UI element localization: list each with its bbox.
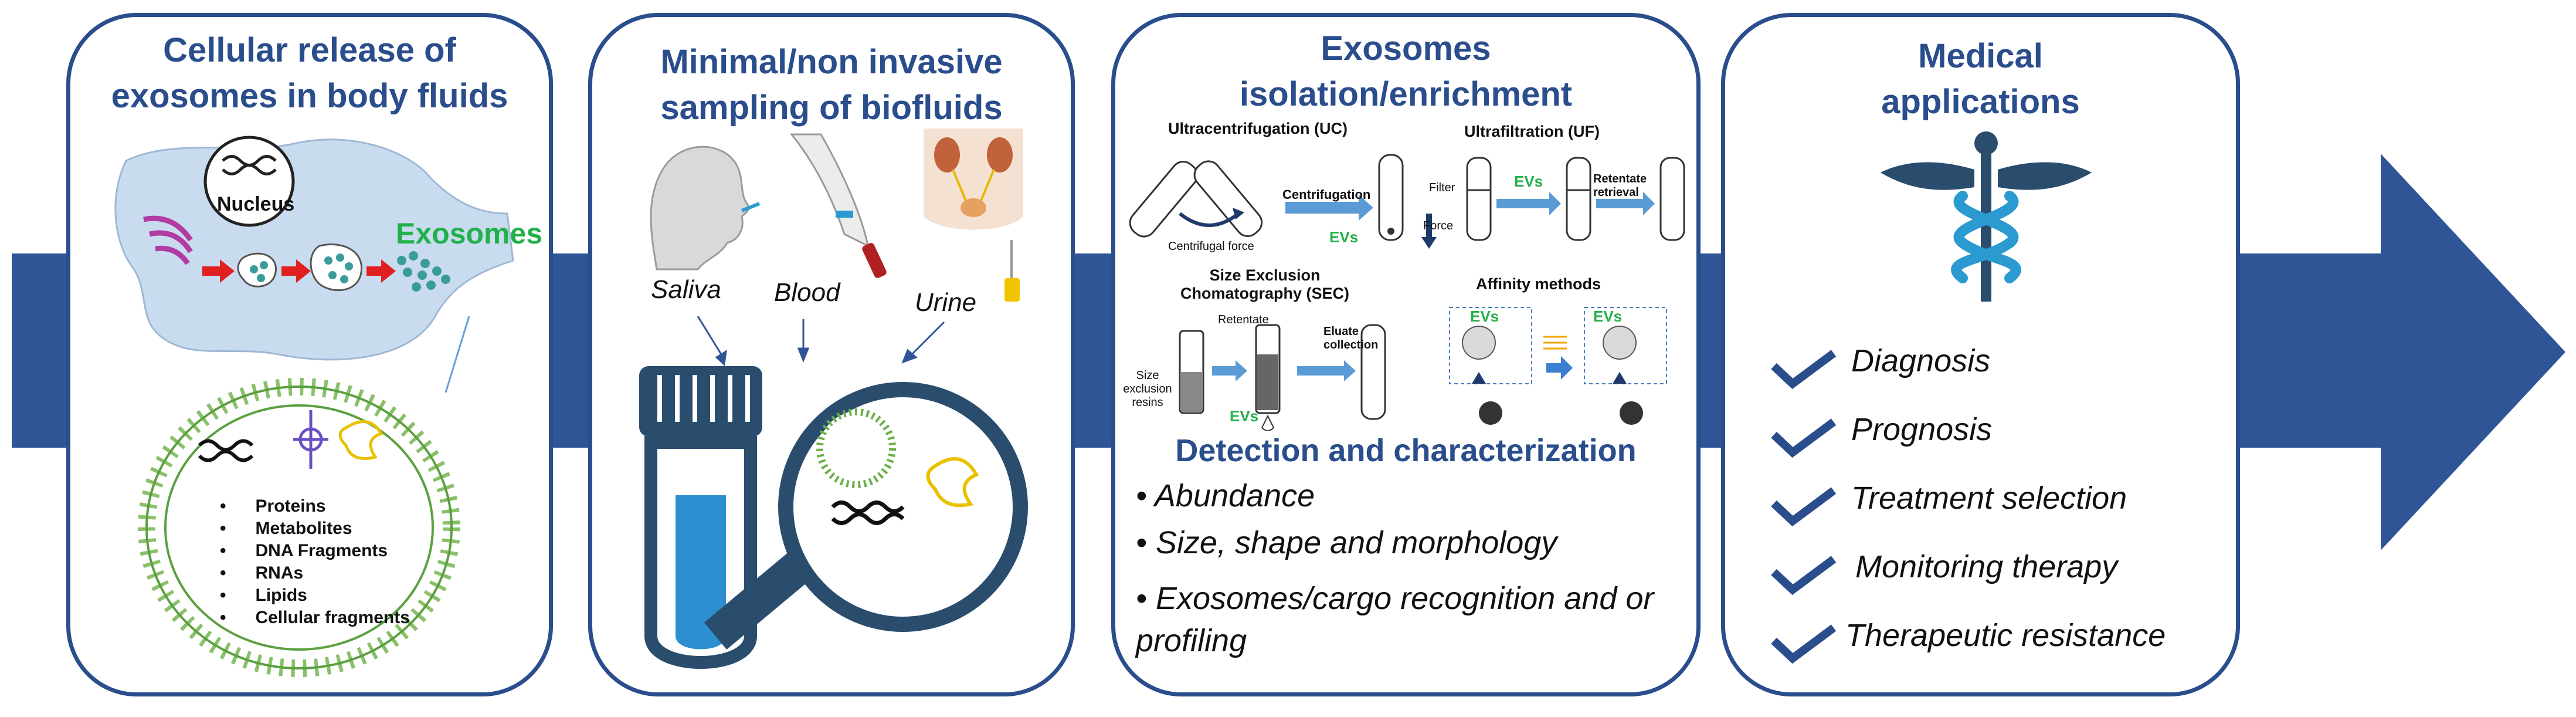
affinity-illustration	[1449, 307, 1667, 425]
detection-item: • Exosomes/cargo recognition and or prof…	[1136, 581, 1654, 658]
affinity-evs-label-2: EVs	[1593, 307, 1623, 325]
sec-resins-label: Size exclusion resins	[1123, 369, 1172, 409]
cargo-item: • Proteins	[220, 496, 326, 516]
sec-title: Size Exclusion Chomatography (SEC)	[1180, 266, 1349, 302]
uf-force-label: Force	[1423, 219, 1454, 232]
detection-item: • Abundance	[1136, 478, 1315, 513]
connector-line	[444, 316, 470, 393]
check-icon	[1771, 556, 1837, 596]
uf-title: Ultrafiltration (UF)	[1464, 123, 1600, 140]
uf-evs-label: EVs	[1514, 173, 1543, 190]
check-icon	[1771, 487, 1837, 527]
cargo-item: • RNAs	[220, 563, 304, 583]
sec-illustration	[1179, 324, 1386, 431]
panel-isolation: Exosomes isolation/enrichment Ultracentr…	[1111, 13, 1701, 696]
exosome-membrane	[138, 378, 460, 677]
cargo-item: • DNA Fragments	[220, 541, 388, 560]
uf-retentate-label: Retentate retrieval	[1593, 173, 1647, 199]
uc-force-label: Centrifugal force	[1168, 240, 1254, 253]
test-tube-magnifier	[639, 366, 1028, 669]
blood-illustration	[789, 133, 887, 278]
panel-medical-applications: Medical applications Diagnosis Prognosis…	[1721, 13, 2240, 696]
uc-centrifugation-label: Centrifugation	[1282, 187, 1371, 202]
panel2-title: Minimal/non invasive sampling of bioflui…	[660, 43, 1003, 127]
application-item: Prognosis	[1851, 412, 1993, 447]
check-icon	[1771, 350, 1837, 390]
blood-label: Blood	[774, 278, 840, 307]
check-icon	[1771, 418, 1837, 458]
caduceus-icon	[1881, 131, 2092, 302]
sec-retentate-label: Retentate	[1218, 313, 1269, 326]
cell-illustration	[114, 136, 514, 361]
uc-evs-label: EVs	[1329, 228, 1359, 246]
application-item: Monitoring therapy	[1855, 549, 2118, 584]
application-item: Therapeutic resistance	[1845, 618, 2166, 653]
cargo-item: • Metabolites	[220, 519, 352, 538]
sec-evs-label: EVs	[1230, 407, 1259, 425]
urine-label: Urine	[915, 288, 977, 317]
cargo-item: • Lipids	[220, 586, 307, 605]
panel-sampling: Minimal/non invasive sampling of bioflui…	[588, 13, 1075, 696]
affinity-title: Affinity methods	[1476, 275, 1601, 293]
affinity-evs-label-1: EVs	[1470, 307, 1499, 325]
exosomes-label: Exosomes	[396, 217, 543, 250]
uf-illustration	[1421, 157, 1685, 249]
saliva-illustration	[650, 146, 761, 270]
detection-item: • Size, shape and morphology	[1136, 525, 1557, 560]
sec-eluate-label: Eluate collection	[1323, 325, 1379, 351]
saliva-label: Saliva	[651, 275, 721, 304]
cargo-list: • Proteins • Metabolites • DNA Fragments…	[220, 495, 410, 629]
panel4-title: Medical applications	[1881, 37, 2080, 121]
urine-illustration	[924, 128, 1023, 302]
panel-cellular-release: Cellular release of exosomes in body flu…	[66, 13, 553, 696]
panel3-title: Exosomes isolation/enrichment	[1239, 29, 1573, 113]
cargo-item: • Cellular fragments	[220, 608, 410, 627]
uc-illustration	[1129, 154, 1404, 241]
application-item: Diagnosis	[1851, 343, 1991, 378]
sample-arrows	[697, 316, 945, 367]
uc-title: Ultracentrifugation (UC)	[1168, 120, 1348, 137]
uf-filter-label: Filter	[1429, 181, 1455, 194]
detection-title: Detection and characterization	[1175, 433, 1637, 468]
application-item: Treatment selection	[1851, 481, 2127, 516]
nucleus-label: Nucleus	[217, 193, 295, 215]
panel1-title: Cellular release of exosomes in body flu…	[111, 31, 508, 115]
check-icon	[1771, 624, 1837, 664]
